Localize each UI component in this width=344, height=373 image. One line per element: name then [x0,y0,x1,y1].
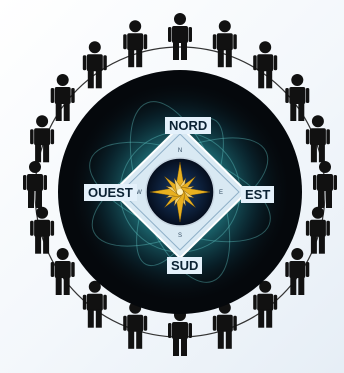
person-icon [168,309,192,356]
person-icon [213,302,237,349]
rose-letter-w: W [136,190,142,196]
person-icon [123,20,147,67]
rose-letter-n: N [178,148,182,154]
person-icon [306,115,330,162]
rose-letter-s: S [178,233,182,239]
label-east: EST [241,186,274,203]
person-icon [285,74,309,121]
label-west: OUEST [84,184,137,201]
label-south: SUD [167,257,202,274]
person-icon [30,115,54,162]
person-icon [30,207,54,254]
rose-center [177,189,183,195]
person-icon [123,302,147,349]
label-north: NORD [165,117,211,134]
person-icon [253,281,277,328]
person-icon [213,20,237,67]
person-icon [168,13,192,60]
person-icon [306,207,330,254]
person-icon [51,74,75,121]
person-icon [83,281,107,328]
rose-letter-e: E [219,190,223,196]
